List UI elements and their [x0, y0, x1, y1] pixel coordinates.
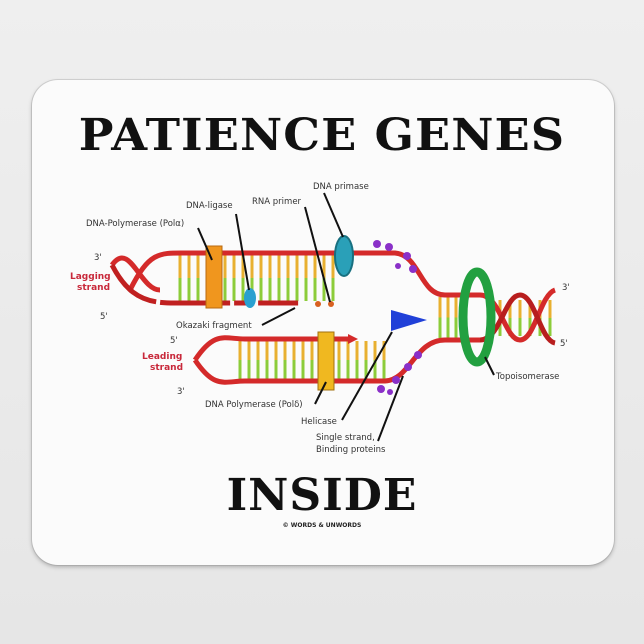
rna-primer: [328, 301, 334, 307]
label-helicase: Helicase: [301, 417, 337, 427]
subtitle: INSIDE: [226, 470, 418, 521]
pointer-lines: [197, 192, 495, 442]
label-lagging-strand: strand: [77, 283, 110, 293]
single-strand-binding-proteins: [373, 240, 422, 395]
label-topoisomerase: Topoisomerase: [495, 372, 559, 382]
polymerase-delta: [317, 331, 335, 391]
leading-arrow: [348, 334, 358, 344]
label-lagging: Lagging: [70, 272, 111, 282]
rna-primer: [315, 301, 321, 307]
label-lagging-5: 5': [100, 312, 108, 322]
dna-ligase: [244, 288, 256, 308]
label-dna-primase: DNA primase: [313, 182, 369, 192]
label-leading-strand: strand: [150, 363, 183, 373]
label-polymerase-alpha: DNA-Polymerase (Polα): [86, 219, 184, 229]
label-rna-primer: RNA primer: [252, 197, 302, 207]
label-right-5: 5': [560, 339, 568, 349]
dna-primase: [334, 235, 354, 277]
label-dna-ligase: DNA-ligase: [186, 201, 233, 211]
mousepad: [32, 80, 614, 565]
label-lagging-3: 3': [94, 253, 102, 263]
polymerase-alpha: [205, 245, 223, 309]
label-polymerase-delta: DNA Polymerase (Polδ): [205, 400, 303, 410]
label-ssb-2: Binding proteins: [316, 445, 386, 455]
lagging-top-backbone: [109, 250, 480, 298]
label-leading: Leading: [142, 352, 182, 362]
copyright: © WORDS & UNWORDS: [282, 522, 362, 529]
lagging-bottom-backbone: [109, 263, 330, 306]
label-leading-5: 5': [170, 336, 178, 346]
label-ssb-1: Single strand,: [316, 433, 375, 443]
title: PATIENCE GENES: [78, 110, 566, 161]
label-leading-3: 3': [177, 387, 185, 397]
label-right-3: 3': [562, 283, 570, 293]
topoisomerase: [458, 267, 496, 367]
leading-top-backbone: [192, 335, 350, 362]
base-pairs: [178, 255, 552, 379]
helicase: [391, 310, 427, 331]
label-okazaki: Okazaki fragment: [176, 321, 252, 331]
leading-bottom-backbone: [192, 337, 480, 385]
